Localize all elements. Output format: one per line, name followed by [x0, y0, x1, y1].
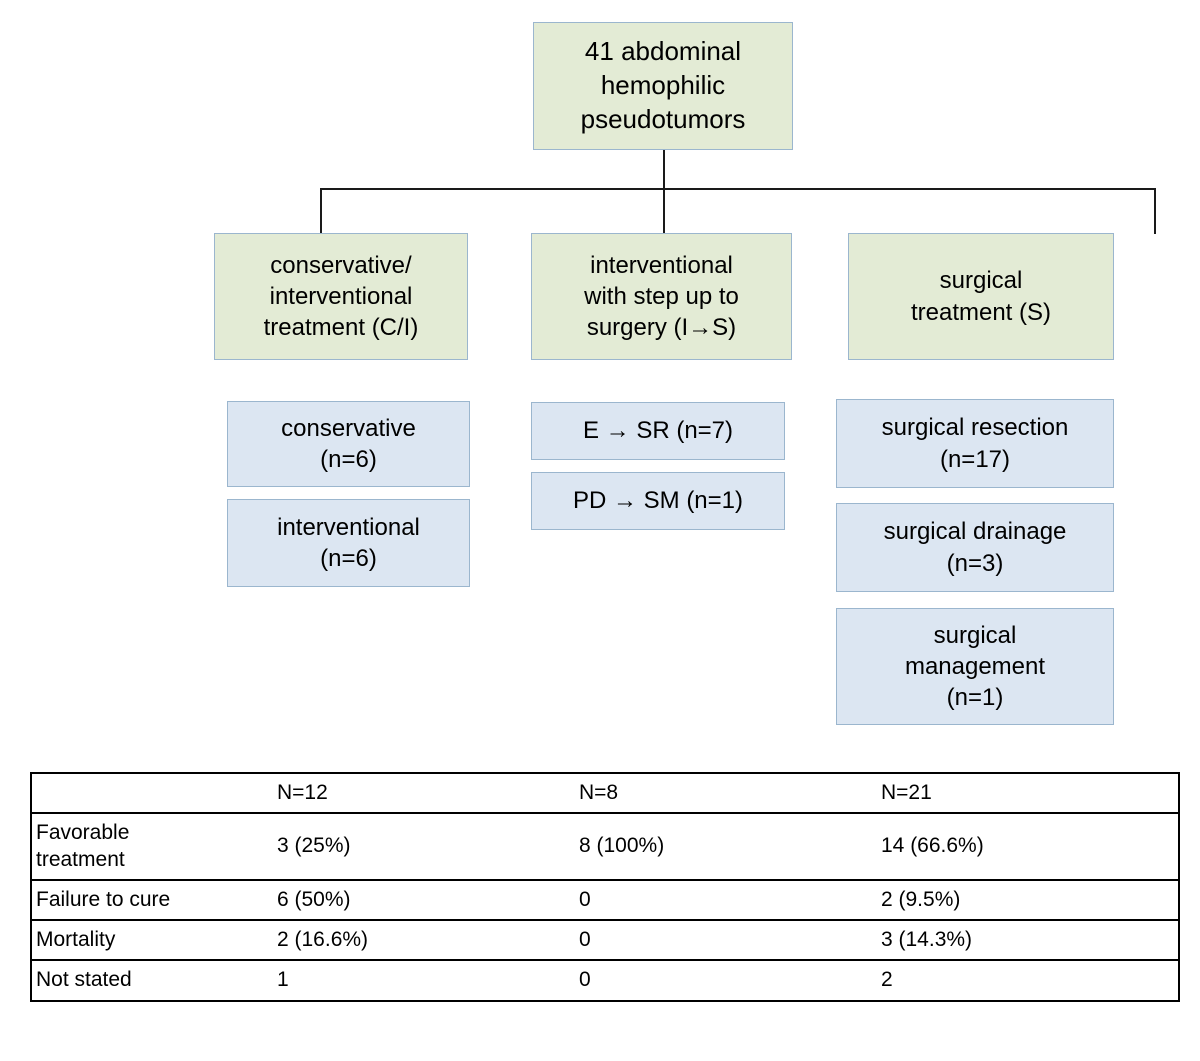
node-sub-surgical-drainage-label: surgical drainage (n=3): [883, 518, 1067, 577]
row-label-failure-to-cure: Failure to cure: [31, 878, 273, 922]
table-header-n12: N=12: [273, 773, 575, 815]
cell-failure-s: 2 (9.5%): [877, 878, 1179, 922]
node-sub-e-to-sr[interactable]: E → SR (n=7): [531, 402, 785, 460]
node-branch-interventional-step-up[interactable]: interventional with step up to surgery (…: [531, 233, 792, 360]
node-branch-surgical[interactable]: surgical treatment (S): [848, 233, 1114, 360]
node-sub-surgical-resection[interactable]: surgical resection (n=17): [836, 399, 1114, 488]
row-label-not-stated: Not stated: [31, 959, 273, 1001]
cell-not-stated-is: 0: [575, 959, 877, 1001]
node-sub-surgical-management-label: surgical management (n=1): [904, 621, 1046, 712]
connector-drop-branch-1: [320, 188, 322, 234]
node-branch-conservative-interventional[interactable]: conservative/ interventional treatment (…: [214, 233, 468, 360]
node-sub-pd-to-sm-label: PD → SM (n=1): [572, 487, 744, 515]
node-sub-surgical-resection-label: surgical resection (n=17): [881, 414, 1069, 473]
cell-failure-is: 0: [575, 878, 877, 922]
table-header-row: N=12 N=8 N=21: [31, 773, 1179, 815]
cell-favorable-ci: 3 (25%): [273, 812, 575, 881]
table-header-n21: N=21: [877, 773, 1179, 815]
node-root-label: 41 abdominal hemophilic pseudotumors: [580, 36, 746, 134]
node-sub-surgical-management[interactable]: surgical management (n=1): [836, 608, 1114, 725]
row-label-mortality: Mortality: [31, 918, 273, 962]
cell-not-stated-ci: 1: [273, 959, 575, 1001]
table-header-n8: N=8: [575, 773, 877, 815]
node-sub-conservative[interactable]: conservative (n=6): [227, 401, 470, 487]
cell-mortality-is: 0: [575, 918, 877, 962]
cell-favorable-s: 14 (66.6%): [877, 812, 1179, 881]
cell-favorable-is: 8 (100%): [575, 812, 877, 881]
connector-horizontal-bus: [320, 188, 1155, 190]
cell-mortality-ci: 2 (16.6%): [273, 918, 575, 962]
connector-drop-branch-2: [663, 188, 665, 234]
cell-failure-ci: 6 (50%): [273, 878, 575, 922]
node-root[interactable]: 41 abdominal hemophilic pseudotumors: [533, 22, 793, 150]
table-row: Failure to cure 6 (50%) 0 2 (9.5%): [31, 878, 1179, 922]
cell-not-stated-s: 2: [877, 959, 1179, 1001]
table-row: Mortality 2 (16.6%) 0 3 (14.3%): [31, 918, 1179, 962]
connector-root-stem: [663, 149, 665, 189]
table-row: Favorable treatment 3 (25%) 8 (100%) 14 …: [31, 812, 1179, 881]
node-branch-3-label: surgical treatment (S): [910, 267, 1052, 326]
cell-mortality-s: 3 (14.3%): [877, 918, 1179, 962]
row-label-favorable-treatment: Favorable treatment: [31, 812, 273, 881]
results-table: N=12 N=8 N=21 Favorable treatment 3 (25%…: [30, 772, 1180, 1002]
node-sub-pd-to-sm[interactable]: PD → SM (n=1): [531, 472, 785, 530]
node-sub-conservative-label: conservative (n=6): [281, 414, 416, 473]
table-header-corner: [31, 773, 273, 815]
node-sub-surgical-drainage[interactable]: surgical drainage (n=3): [836, 503, 1114, 592]
node-sub-interventional[interactable]: interventional (n=6): [227, 499, 470, 587]
table-row: Not stated 1 0 2: [31, 959, 1179, 1001]
node-sub-interventional-label: interventional (n=6): [277, 513, 420, 572]
connector-drop-branch-3: [1154, 188, 1156, 234]
node-branch-2-label: interventional with step up to surgery (…: [584, 251, 739, 342]
node-branch-1-label: conservative/ interventional treatment (…: [263, 251, 419, 342]
node-sub-e-to-sr-label: E → SR (n=7): [582, 417, 734, 445]
